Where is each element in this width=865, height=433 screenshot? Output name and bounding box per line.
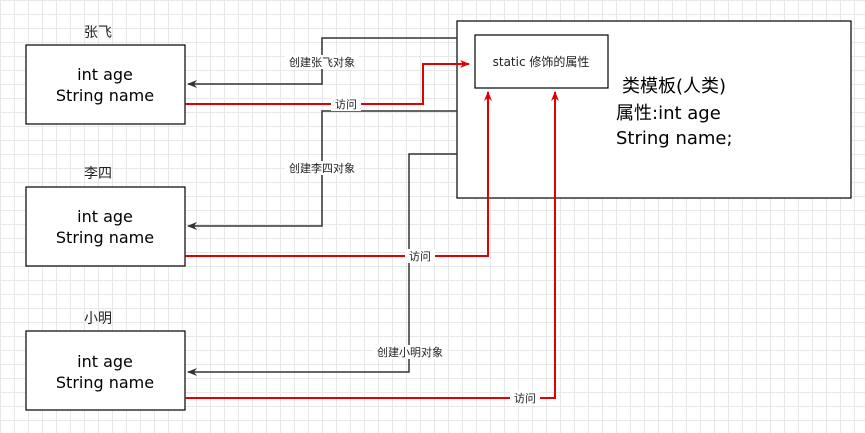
class-attr-name: String name;: [616, 128, 733, 149]
svg-text:访问: 访问: [514, 392, 536, 405]
class-attr-age: 属性:int age: [616, 103, 721, 124]
svg-text:创建张飞对象: 创建张飞对象: [289, 55, 355, 69]
access-edge-xiaoming: [185, 91, 559, 399]
edge-label-create-zhangfei: 创建张飞对象: [285, 55, 359, 69]
edge-label-create-xiaoming: 创建小明对象: [373, 345, 447, 359]
svg-text:创建李四对象: 创建李四对象: [289, 161, 355, 175]
static-attribute-label: static 修饰的属性: [493, 54, 590, 69]
class-title: 类模板(人类): [622, 76, 726, 97]
edge-label-access-2: 访问: [405, 249, 435, 263]
object-field-name: String name: [56, 228, 154, 247]
edge-label-access-1: 访问: [331, 97, 361, 111]
access-edge-lisi: [185, 91, 492, 257]
object-name-zhangfei: 张飞: [84, 25, 112, 41]
object-box-lisi: int age String name: [25, 186, 186, 267]
object-box-xiaoming: int age String name: [25, 330, 186, 411]
object-field-age: int age: [77, 65, 133, 84]
svg-text:访问: 访问: [335, 98, 357, 111]
static-attribute-box: static 修饰的属性: [474, 34, 609, 89]
svg-text:访问: 访问: [409, 250, 431, 263]
object-name-xiaoming: 小明: [84, 311, 112, 327]
object-field-age: int age: [77, 352, 133, 371]
object-field-name: String name: [56, 373, 154, 392]
object-field-name: String name: [56, 86, 154, 105]
edge-label-create-lisi: 创建李四对象: [285, 161, 359, 175]
access-edge-zhangfei: [185, 60, 470, 105]
edge-label-access-3: 访问: [510, 391, 540, 405]
object-box-zhangfei: int age String name: [25, 44, 186, 125]
object-name-lisi: 李四: [84, 166, 112, 182]
object-field-age: int age: [77, 207, 133, 226]
svg-text:创建小明对象: 创建小明对象: [377, 345, 443, 359]
